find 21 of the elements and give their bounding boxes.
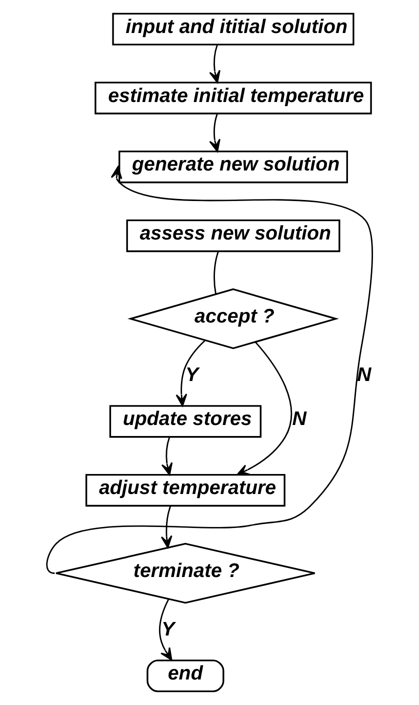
node-box: update stores: [109, 405, 262, 438]
edge-label: N: [292, 408, 307, 430]
arrow: [46, 166, 373, 574]
arrow: [209, 44, 220, 84]
edge-label: Y: [162, 618, 175, 640]
arrow: [160, 506, 172, 548]
node-box: estimate initial temperature: [94, 82, 372, 114]
node-box: generate new solution: [118, 150, 348, 184]
arrow: [161, 437, 173, 476]
node-box: assess new solution: [126, 220, 340, 252]
arrow: [176, 340, 206, 406]
node-box: input and ititial solution: [112, 12, 354, 46]
connector: [214, 251, 219, 294]
arrow: [236, 341, 292, 476]
node-diamond: accept ?: [128, 288, 339, 350]
arrow: [209, 114, 220, 152]
node-box: end: [146, 660, 224, 692]
arrow: [159, 599, 172, 661]
node-box: adjust temperature: [85, 474, 286, 507]
node-diamond: terminate ?: [55, 542, 316, 604]
edge-label: Y: [185, 364, 199, 386]
